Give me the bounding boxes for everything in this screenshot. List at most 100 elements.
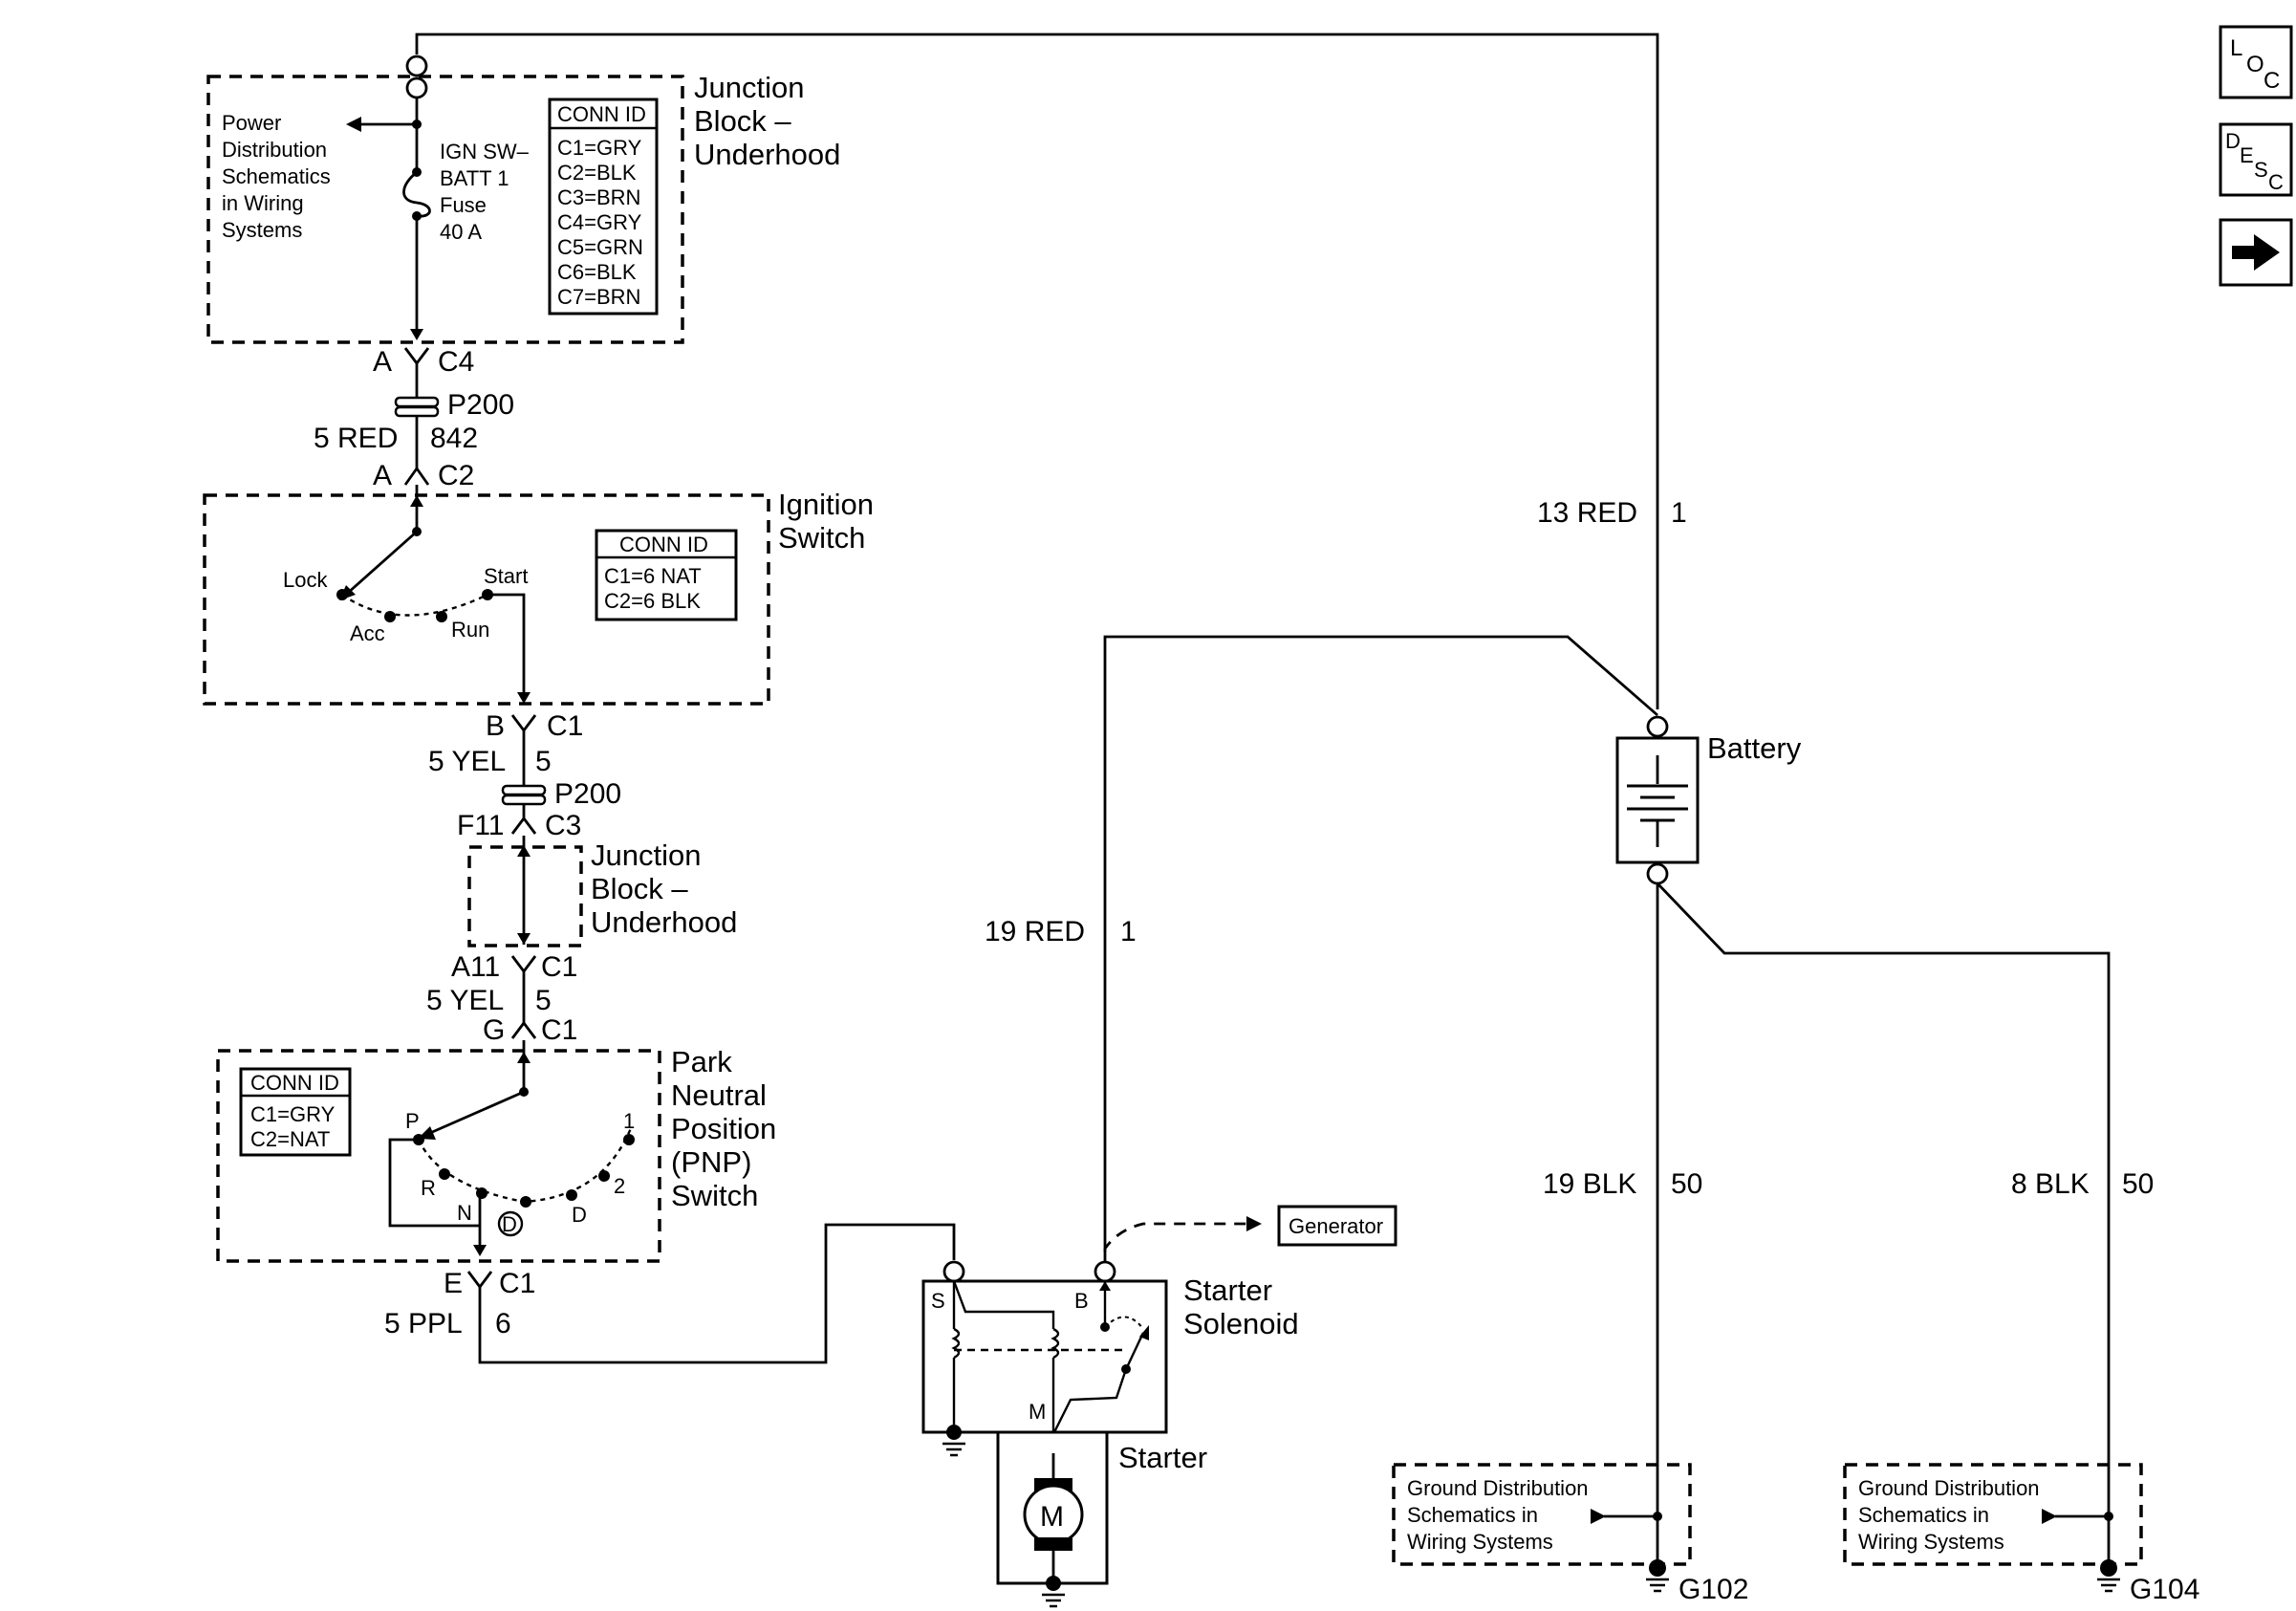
svg-text:C6=BLK: C6=BLK bbox=[557, 260, 637, 284]
pnp-contact-1 bbox=[623, 1134, 635, 1145]
svg-text:C: C bbox=[2264, 68, 2280, 94]
desc-button[interactable]: D E S C bbox=[2219, 122, 2293, 197]
wire-13-red-label: 13 RED bbox=[1537, 497, 1637, 529]
ground-icon bbox=[2097, 1559, 2120, 1593]
svg-text:Underhood: Underhood bbox=[694, 138, 840, 171]
terminal-m-label: M bbox=[1029, 1400, 1046, 1424]
svg-text:6: 6 bbox=[495, 1308, 511, 1339]
terminal-s bbox=[942, 1260, 965, 1283]
connector-g-c1: G C1 bbox=[483, 1013, 577, 1046]
svg-text:Park: Park bbox=[671, 1045, 732, 1078]
arrow-icon bbox=[346, 117, 361, 132]
svg-text:5 YEL: 5 YEL bbox=[428, 746, 506, 777]
svg-text:Schematics: Schematics bbox=[222, 164, 331, 188]
svg-text:C7=BRN: C7=BRN bbox=[557, 285, 640, 309]
generator-reference: Generator bbox=[1103, 1205, 1397, 1272]
ignition-switch: Lock Acc Run Start CONN ID C1=6 NAT C2=6… bbox=[203, 485, 874, 706]
ground-distribution-reference-g104: Ground Distribution Schematics in Wiring… bbox=[1843, 1463, 2199, 1605]
svg-text:CONN ID: CONN ID bbox=[250, 1071, 339, 1095]
d-drive-icon bbox=[497, 1210, 524, 1237]
svg-text:in Wiring: in Wiring bbox=[222, 191, 304, 215]
svg-text:Position: Position bbox=[671, 1112, 776, 1145]
svg-text:8 BLK: 8 BLK bbox=[2011, 1168, 2090, 1200]
svg-text:Switch: Switch bbox=[778, 521, 865, 555]
ground-distribution-reference-g102: Ground Distribution Schematics in Wiring… bbox=[1392, 1463, 1748, 1605]
svg-text:IGN SW–: IGN SW– bbox=[440, 140, 530, 163]
pnp-p-label: P bbox=[405, 1109, 420, 1133]
svg-text:A: A bbox=[373, 460, 392, 491]
svg-text:1: 1 bbox=[1120, 916, 1137, 947]
svg-text:Ground Distribution: Ground Distribution bbox=[1407, 1476, 1589, 1500]
svg-text:Schematics in: Schematics in bbox=[1858, 1503, 1989, 1527]
junction-block-underhood-mid: Junction Block – Underhood bbox=[467, 836, 737, 947]
svg-text:C2=BLK: C2=BLK bbox=[557, 161, 637, 185]
svg-text:CONN ID: CONN ID bbox=[557, 102, 646, 126]
svg-text:O: O bbox=[2246, 52, 2264, 77]
svg-text:C1=GRY: C1=GRY bbox=[557, 136, 642, 160]
ground-g104-label: G104 bbox=[2130, 1574, 2199, 1605]
loc-button[interactable]: L O C bbox=[2219, 25, 2293, 99]
wire-13-red-circuit: 1 bbox=[1671, 497, 1687, 529]
svg-text:Wiring Systems: Wiring Systems bbox=[1407, 1530, 1553, 1554]
terminal-s-label: S bbox=[931, 1289, 945, 1313]
conn-id-table-ignition: CONN ID C1=6 NAT C2=6 BLK bbox=[595, 529, 738, 621]
connector-a11-c1: A11 C1 bbox=[451, 951, 577, 1013]
terminal-b bbox=[1094, 1260, 1116, 1283]
power-distribution-reference: Power Distribution Schematics in Wiring … bbox=[222, 111, 331, 242]
svg-text:D: D bbox=[2225, 129, 2241, 153]
svg-text:C4: C4 bbox=[438, 346, 474, 378]
svg-text:Systems: Systems bbox=[222, 218, 302, 242]
connector-a-c4: A C4 bbox=[373, 346, 474, 398]
svg-text:19 RED: 19 RED bbox=[985, 916, 1085, 947]
next-button[interactable] bbox=[2219, 218, 2293, 287]
wire-8-blk: 8 BLK 50 bbox=[1656, 882, 2154, 1563]
switch-contact bbox=[336, 589, 348, 600]
pnp-d-label: D bbox=[572, 1203, 587, 1227]
arrow-icon bbox=[2042, 1509, 2057, 1524]
svg-text:C: C bbox=[2268, 170, 2284, 194]
svg-text:19 BLK: 19 BLK bbox=[1543, 1168, 1636, 1200]
svg-text:Power: Power bbox=[222, 111, 281, 135]
ground-icon bbox=[1646, 1559, 1669, 1593]
svg-text:Wiring Systems: Wiring Systems bbox=[1858, 1530, 2004, 1554]
pnp-contact bbox=[566, 1189, 577, 1201]
wire-5-ppl: 5 PPL 6 bbox=[384, 1223, 956, 1364]
svg-text:C3=BRN: C3=BRN bbox=[557, 185, 640, 209]
wire-5-red: 5 RED 842 bbox=[314, 416, 478, 468]
solenoid-title: Starter bbox=[1183, 1274, 1272, 1307]
svg-text:S: S bbox=[2254, 158, 2268, 182]
ground-g102-label: G102 bbox=[1679, 1574, 1748, 1605]
svg-text:50: 50 bbox=[2122, 1168, 2154, 1200]
svg-text:5: 5 bbox=[535, 746, 552, 777]
starter-label: Starter bbox=[1118, 1441, 1207, 1474]
svg-text:C4=GRY: C4=GRY bbox=[557, 210, 642, 234]
svg-text:E: E bbox=[2240, 143, 2254, 167]
svg-text:C1: C1 bbox=[541, 951, 577, 983]
svg-text:A11: A11 bbox=[451, 951, 500, 983]
ignition-switch-title: Ignition Switch bbox=[778, 488, 874, 555]
svg-text:Junction: Junction bbox=[694, 71, 804, 104]
arrow-icon bbox=[1591, 1509, 1606, 1524]
fuse-icon bbox=[402, 167, 431, 221]
pnp-1-label: 1 bbox=[623, 1109, 635, 1133]
starter-solenoid: S B M Starter Solenoid bbox=[921, 1260, 1299, 1457]
connector-e-c1: E C1 bbox=[444, 1268, 535, 1299]
connector-f11-c3: F11 C3 bbox=[457, 804, 581, 841]
pnp-r-label: R bbox=[421, 1176, 436, 1200]
generator-label: Generator bbox=[1289, 1214, 1383, 1238]
svg-text:5 RED: 5 RED bbox=[314, 423, 398, 454]
park-neutral-position-switch: D P R N D 2 1 CONN ID C1=GRY C2=NAT Park… bbox=[216, 1040, 776, 1263]
splice-p200-mid: P200 bbox=[501, 778, 621, 810]
svg-text:L: L bbox=[2230, 35, 2242, 61]
svg-text:Switch: Switch bbox=[671, 1179, 758, 1212]
splice-p200-top: P200 bbox=[394, 389, 514, 421]
ground-icon bbox=[942, 1425, 965, 1457]
svg-text:5 YEL: 5 YEL bbox=[426, 985, 504, 1016]
svg-text:Ground Distribution: Ground Distribution bbox=[1858, 1476, 2040, 1500]
battery-icon bbox=[1627, 755, 1688, 847]
svg-text:D: D bbox=[502, 1212, 517, 1236]
svg-text:Underhood: Underhood bbox=[591, 905, 737, 939]
solenoid-title: Solenoid bbox=[1183, 1307, 1299, 1340]
wire-5-yel-upper: 5 YEL 5 bbox=[428, 746, 552, 777]
pnp-contact-r bbox=[439, 1168, 450, 1180]
